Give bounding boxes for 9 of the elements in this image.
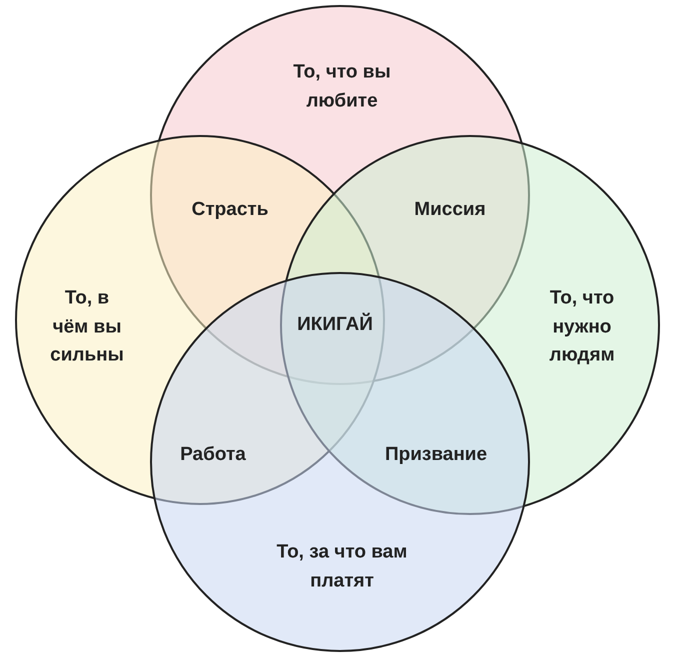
- circle-label: То, в чём вы сильны: [50, 286, 124, 368]
- overlap-label: Страсть: [192, 198, 268, 222]
- circle-label: То, что вы любите: [292, 60, 392, 113]
- overlap-label: Миссия: [414, 198, 486, 222]
- circle-label: То, что нужно людям: [548, 286, 616, 368]
- overlap-label: Работа: [180, 442, 246, 467]
- circle-label: То, за что вам платят: [276, 540, 408, 593]
- overlap-label: Призвание: [384, 442, 488, 467]
- overlap-label: ИКИГАЙ: [297, 312, 373, 337]
